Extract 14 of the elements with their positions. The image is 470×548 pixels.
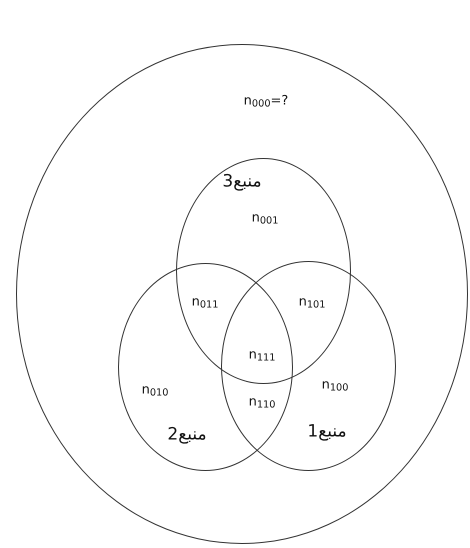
region-label: n$_{101}$ [298, 296, 326, 308]
ellipse [221, 261, 396, 471]
region-label: n$_{001}$ [252, 212, 278, 224]
region-label: n$_{111}$ [248, 348, 276, 362]
ellipse-label: منبع3 [222, 174, 262, 190]
ellipse-label: منبع1 [307, 424, 347, 440]
region-label: n$_{011}$ [192, 296, 218, 308]
ellipse [16, 44, 468, 544]
ellipse-label: منبع2 [167, 426, 207, 444]
ellipse [118, 263, 293, 471]
region-label: n$_{100}$ [322, 378, 348, 392]
ellipse-label: n$_{000}$=? [244, 94, 288, 108]
region-label: n$_{110}$ [248, 396, 276, 408]
region-label: n$_{010}$ [142, 384, 168, 396]
